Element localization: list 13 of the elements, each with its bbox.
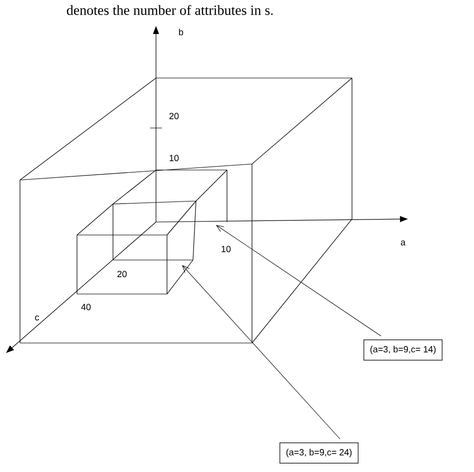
tick-label: 20 [117,270,127,278]
tick-label: 20 [169,112,179,120]
axis-label: a [400,240,406,246]
tick-label: 10 [170,154,179,162]
text-box: (a=3, b=9,c= 24) [280,442,358,464]
tick-label: 10 [222,246,231,252]
axis-label: b [179,28,184,36]
leader-line [216,225,382,336]
title: denotes the number of attributes in s. [66,4,273,16]
axis-label: c [35,316,40,320]
tick-label: 40 [81,304,91,310]
text-box: (a=3, b=9,c= 14) [364,340,442,360]
leader-line [182,265,340,440]
